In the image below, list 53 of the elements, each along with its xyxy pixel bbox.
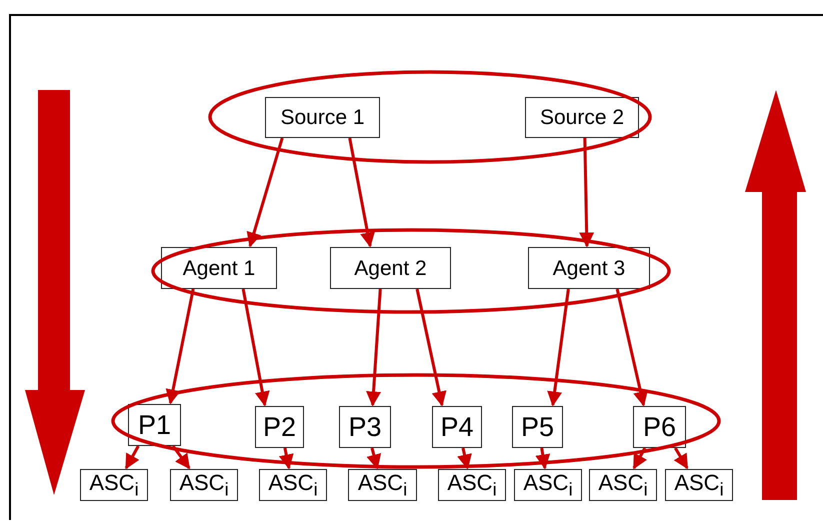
arrow: [124, 445, 140, 470]
arrow: [674, 447, 688, 470]
node-label: ASC$_{i}$: [179, 472, 229, 498]
agent-box: [161, 247, 277, 289]
arrow: [632, 447, 647, 470]
arrow: [348, 138, 375, 248]
node-label: P2: [262, 414, 296, 440]
node-label: Source 1: [280, 107, 365, 128]
arrow: [457, 448, 472, 470]
process-box: [255, 406, 304, 448]
process-box: [432, 406, 482, 448]
node-label: Agent 2: [354, 258, 427, 278]
node-label: P4: [440, 414, 474, 440]
node-label: ASC$_{i}$: [89, 472, 139, 498]
node-label: P5: [520, 414, 554, 440]
asc-box: [170, 469, 238, 501]
node-label: ASC$_{i}$: [674, 472, 724, 498]
process-box: [128, 404, 181, 446]
arrow: [278, 448, 294, 470]
asc-box: [80, 469, 148, 501]
arrow: [416, 288, 446, 406]
node-label: Source 2: [540, 107, 624, 128]
agent-box: [528, 247, 650, 289]
asc-box: [665, 469, 733, 501]
node-label: Agent 3: [552, 258, 626, 278]
arrow: [246, 138, 284, 248]
source-box: [525, 97, 639, 138]
arrow: [616, 288, 648, 406]
node-label: ASC$_{i}$: [523, 472, 573, 498]
arrow: [366, 448, 382, 470]
asc-box: [259, 469, 327, 501]
node-label: P6: [642, 414, 676, 440]
node-label: P3: [348, 414, 382, 440]
process-box: [339, 406, 391, 448]
asc-box: [438, 469, 506, 501]
arrow: [242, 288, 270, 406]
arrow: [166, 288, 195, 404]
asc-box: [348, 469, 417, 501]
arrow: [366, 288, 382, 406]
node-label: ASC$_{i}$: [358, 472, 408, 498]
asc-box: [589, 469, 657, 501]
agent-box: [330, 247, 451, 289]
node-label: ASC$_{i}$: [268, 472, 318, 498]
arrow: [535, 448, 550, 470]
node-label: P1: [138, 412, 172, 438]
process-box: [633, 406, 686, 448]
asc-box: [514, 469, 582, 501]
node-label: ASC$_{i}$: [447, 472, 497, 498]
node-label: ASC$_{i}$: [598, 472, 648, 498]
node-label: Agent 1: [182, 258, 256, 278]
source-box: [265, 97, 380, 138]
process-box: [512, 406, 563, 448]
arrow: [547, 288, 570, 406]
